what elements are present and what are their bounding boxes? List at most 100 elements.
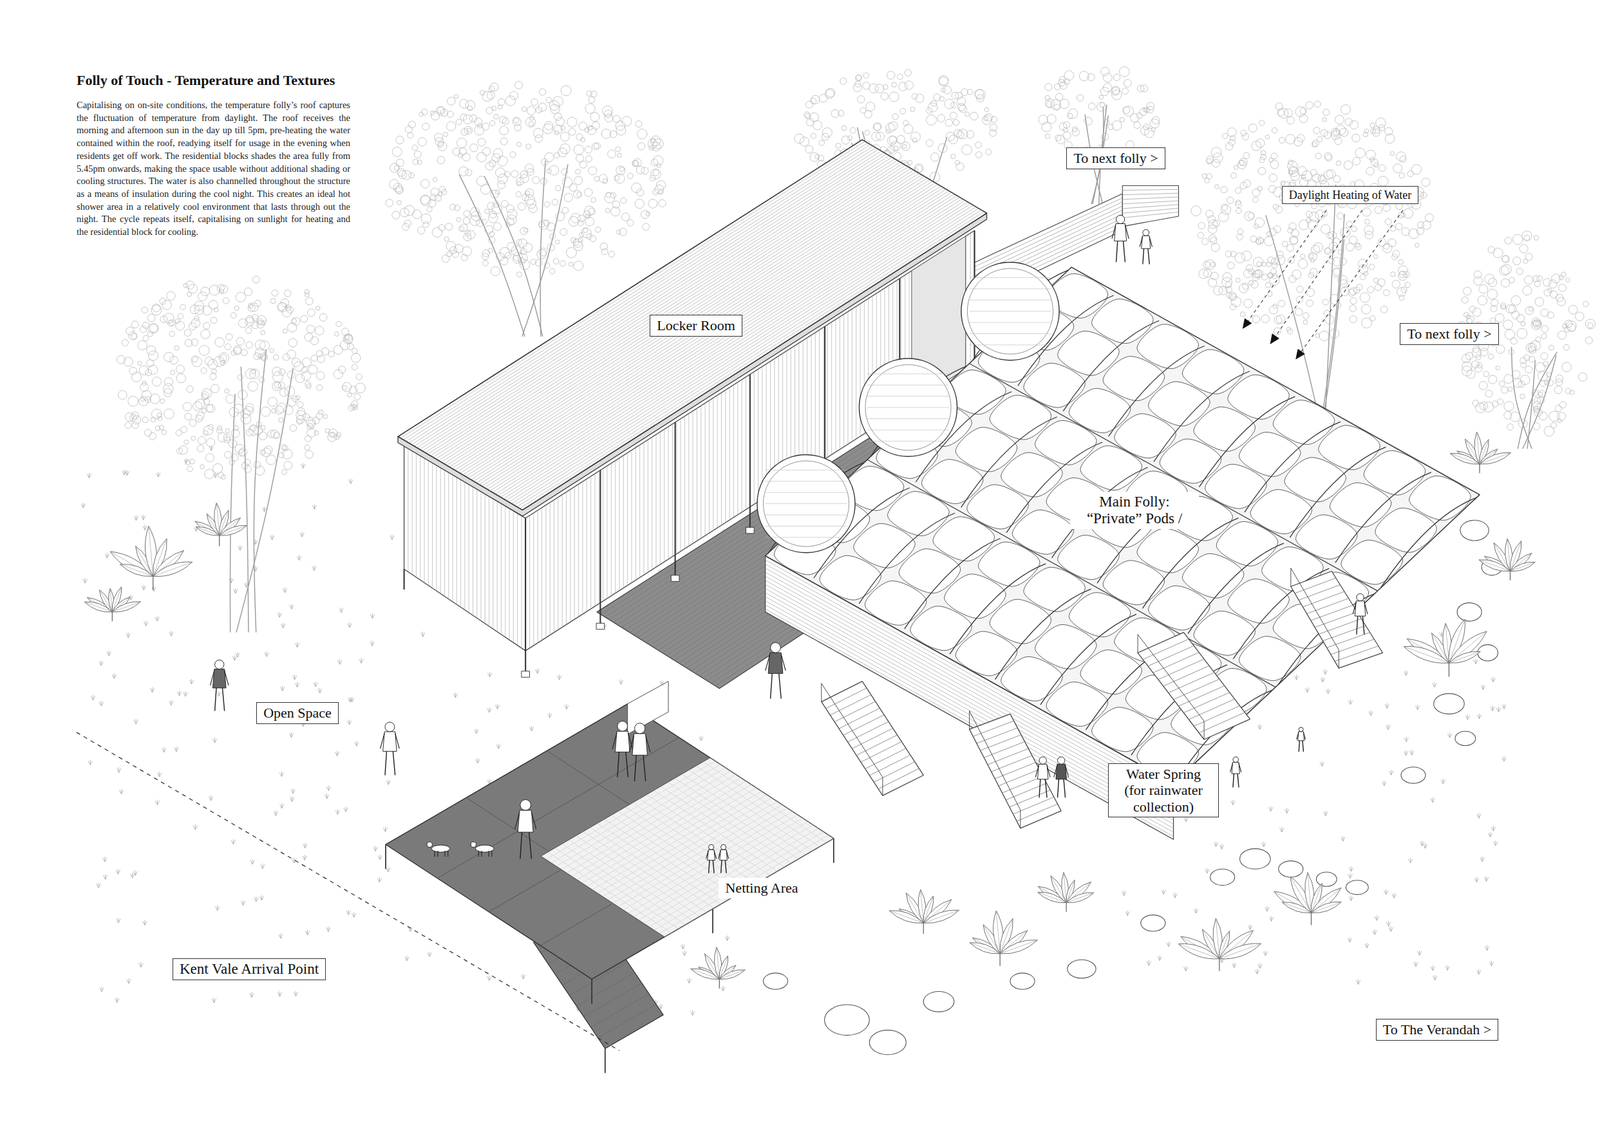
tree-foliage: [620, 197, 627, 204]
tree-foliage: [1305, 101, 1314, 110]
tree-foliage: [658, 189, 664, 195]
tree-foliage: [1336, 124, 1346, 135]
grass-tuft: [1404, 737, 1409, 743]
tree-foliage: [1557, 330, 1566, 340]
tree-foliage: [1416, 227, 1424, 235]
tree-foliage: [420, 195, 431, 207]
tree-foliage: [1045, 98, 1055, 108]
tree-foliage: [930, 152, 939, 161]
tree-foliage: [507, 242, 517, 252]
tree-foliage: [1355, 284, 1363, 292]
grass-tuft: [300, 531, 304, 537]
tree-foliage: [186, 466, 193, 472]
tree-foliage: [505, 95, 516, 106]
tree-foliage: [1472, 400, 1479, 407]
grass-tuft: [1473, 659, 1478, 665]
tree-foliage: [1350, 298, 1357, 305]
tree-foliage: [1329, 294, 1340, 305]
tree-foliage: [245, 368, 256, 380]
tree-foliage: [615, 146, 621, 152]
tree-foliage: [561, 168, 568, 176]
grass-tuft: [427, 952, 432, 958]
tree-foliage: [925, 139, 933, 147]
tree-foliage: [182, 402, 192, 412]
tree-foliage: [1333, 175, 1341, 183]
tree-foliage: [260, 425, 266, 431]
tree-foliage: [650, 138, 656, 143]
tree-foliage: [314, 326, 324, 336]
tree-foliage: [1072, 126, 1078, 132]
grass-tuft: [1477, 813, 1481, 819]
tree-foliage: [1501, 278, 1510, 288]
tree-foliage: [1398, 259, 1404, 265]
tree-foliage: [594, 227, 601, 233]
grass-tuft: [1341, 836, 1346, 842]
tree-foliage: [553, 124, 563, 134]
grass-tuft: [1193, 908, 1198, 914]
tree-foliage: [949, 135, 958, 144]
tree-foliage: [506, 215, 517, 225]
tree-foliage: [1269, 305, 1278, 315]
tree-foliage: [885, 122, 895, 132]
tree-foliage: [965, 112, 970, 117]
tree-foliage: [604, 110, 613, 118]
tree-foliage: [210, 317, 217, 324]
tree-foliage: [1258, 167, 1266, 176]
tree-foliage: [490, 189, 499, 199]
tree-foliage: [317, 355, 326, 364]
tree-foliage: [541, 159, 549, 167]
tree-foliage: [1275, 206, 1283, 214]
tree-foliage: [184, 460, 190, 466]
tree-foliage: [1113, 74, 1120, 81]
tree-foliage: [1119, 66, 1130, 78]
tree-foliage: [1501, 386, 1508, 394]
tree-foliage: [1489, 318, 1496, 324]
tree-foliage: [1236, 207, 1242, 214]
tree-foliage: [497, 180, 506, 189]
tree-foliage: [205, 453, 214, 463]
tree-foliage: [904, 69, 912, 76]
rock: [1455, 731, 1476, 746]
tree-foliage: [653, 155, 664, 166]
grass-tuft: [250, 859, 255, 865]
grass-tuft: [144, 620, 149, 626]
tree-foliage: [1139, 108, 1147, 116]
tree-foliage: [1352, 157, 1361, 166]
tree-foliage: [306, 383, 312, 389]
tree-trunk: [1522, 355, 1557, 449]
tree-foliage: [229, 407, 239, 417]
tree-foliage: [1532, 319, 1542, 329]
tree-foliage: [1565, 388, 1572, 395]
tree-trunk: [253, 349, 266, 633]
tree-foliage: [240, 349, 248, 357]
tree-foliage: [278, 417, 284, 423]
tree-foliage: [446, 241, 456, 252]
tree-foliage: [482, 249, 490, 257]
tree-foliage: [1111, 90, 1122, 100]
tree-foliage: [219, 285, 228, 293]
tree-foliage: [1300, 254, 1306, 259]
grass-tuft: [1386, 921, 1391, 927]
tree-foliage: [873, 122, 881, 131]
tree-foliage: [1392, 250, 1400, 258]
tree-foliage: [805, 101, 813, 109]
tree-foliage: [954, 160, 960, 165]
tree-foliage: [1554, 404, 1562, 412]
tree-foliage: [451, 251, 459, 258]
tree-foliage: [576, 133, 583, 141]
tree-foliage: [1558, 283, 1567, 292]
tree-foliage: [1337, 249, 1343, 255]
tree-foliage: [989, 124, 997, 132]
tree-foliage: [857, 95, 865, 104]
tree-foliage: [824, 89, 834, 99]
grass-tuft: [1430, 797, 1435, 803]
grass-tuft: [1320, 677, 1325, 683]
grass-tuft: [103, 875, 107, 881]
tree-foliage: [471, 211, 482, 222]
tree-foliage: [1535, 362, 1546, 373]
grass-tuft: [259, 895, 264, 901]
tree-foliage: [446, 121, 456, 131]
tree-foliage: [1259, 157, 1265, 163]
grass-tuft: [370, 613, 375, 619]
tree-foliage: [316, 371, 325, 380]
